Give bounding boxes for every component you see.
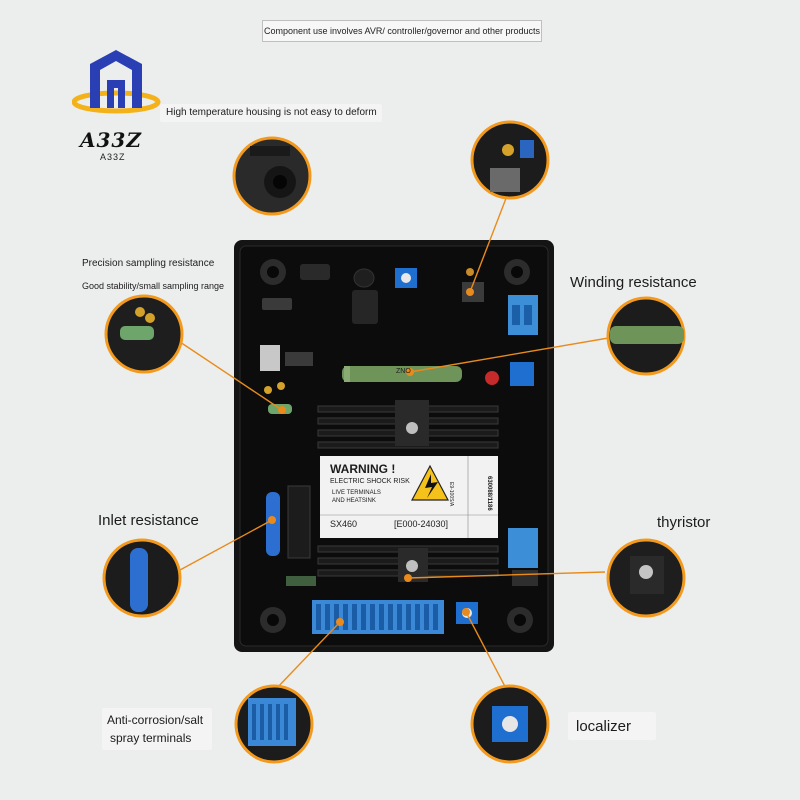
label-anticorrosion-1: Anti-corrosion/salt	[107, 713, 204, 727]
label-stability: Good stability/small sampling range	[82, 281, 225, 291]
model-number: SX460	[330, 519, 358, 529]
top-banner: Component use involves AVR/ controller/g…	[262, 20, 542, 42]
label-precision-sampling: Precision sampling resistance	[82, 258, 215, 269]
resistor-marking: ZNO	[396, 368, 411, 375]
warning-line2: LIVE TERMINALS	[332, 490, 381, 496]
warning-line3: AND HEATSINK	[332, 498, 376, 504]
side-code-2: 630088/1186	[486, 476, 492, 511]
label-thyristor: thyristor	[657, 514, 711, 531]
label-anticorrosion-2: spray terminals	[110, 731, 192, 745]
warning-line1: ELECTRIC SHOCK RISK	[330, 478, 410, 485]
product-code: [E000-24030]	[394, 519, 449, 529]
logo-subtext: A33Z	[100, 152, 126, 162]
brand-logo-icon	[72, 50, 161, 114]
side-code-1: E9-100S/A	[448, 482, 454, 507]
label-housing: High temperature housing is not easy to …	[166, 107, 377, 118]
warning-title: WARNING !	[330, 462, 396, 476]
logo-text: A33Z	[80, 128, 142, 152]
label-localizer: localizer	[576, 718, 632, 735]
label-winding-resistance: Winding resistance	[570, 274, 697, 291]
label-inlet-resistance: Inlet resistance	[98, 512, 199, 529]
